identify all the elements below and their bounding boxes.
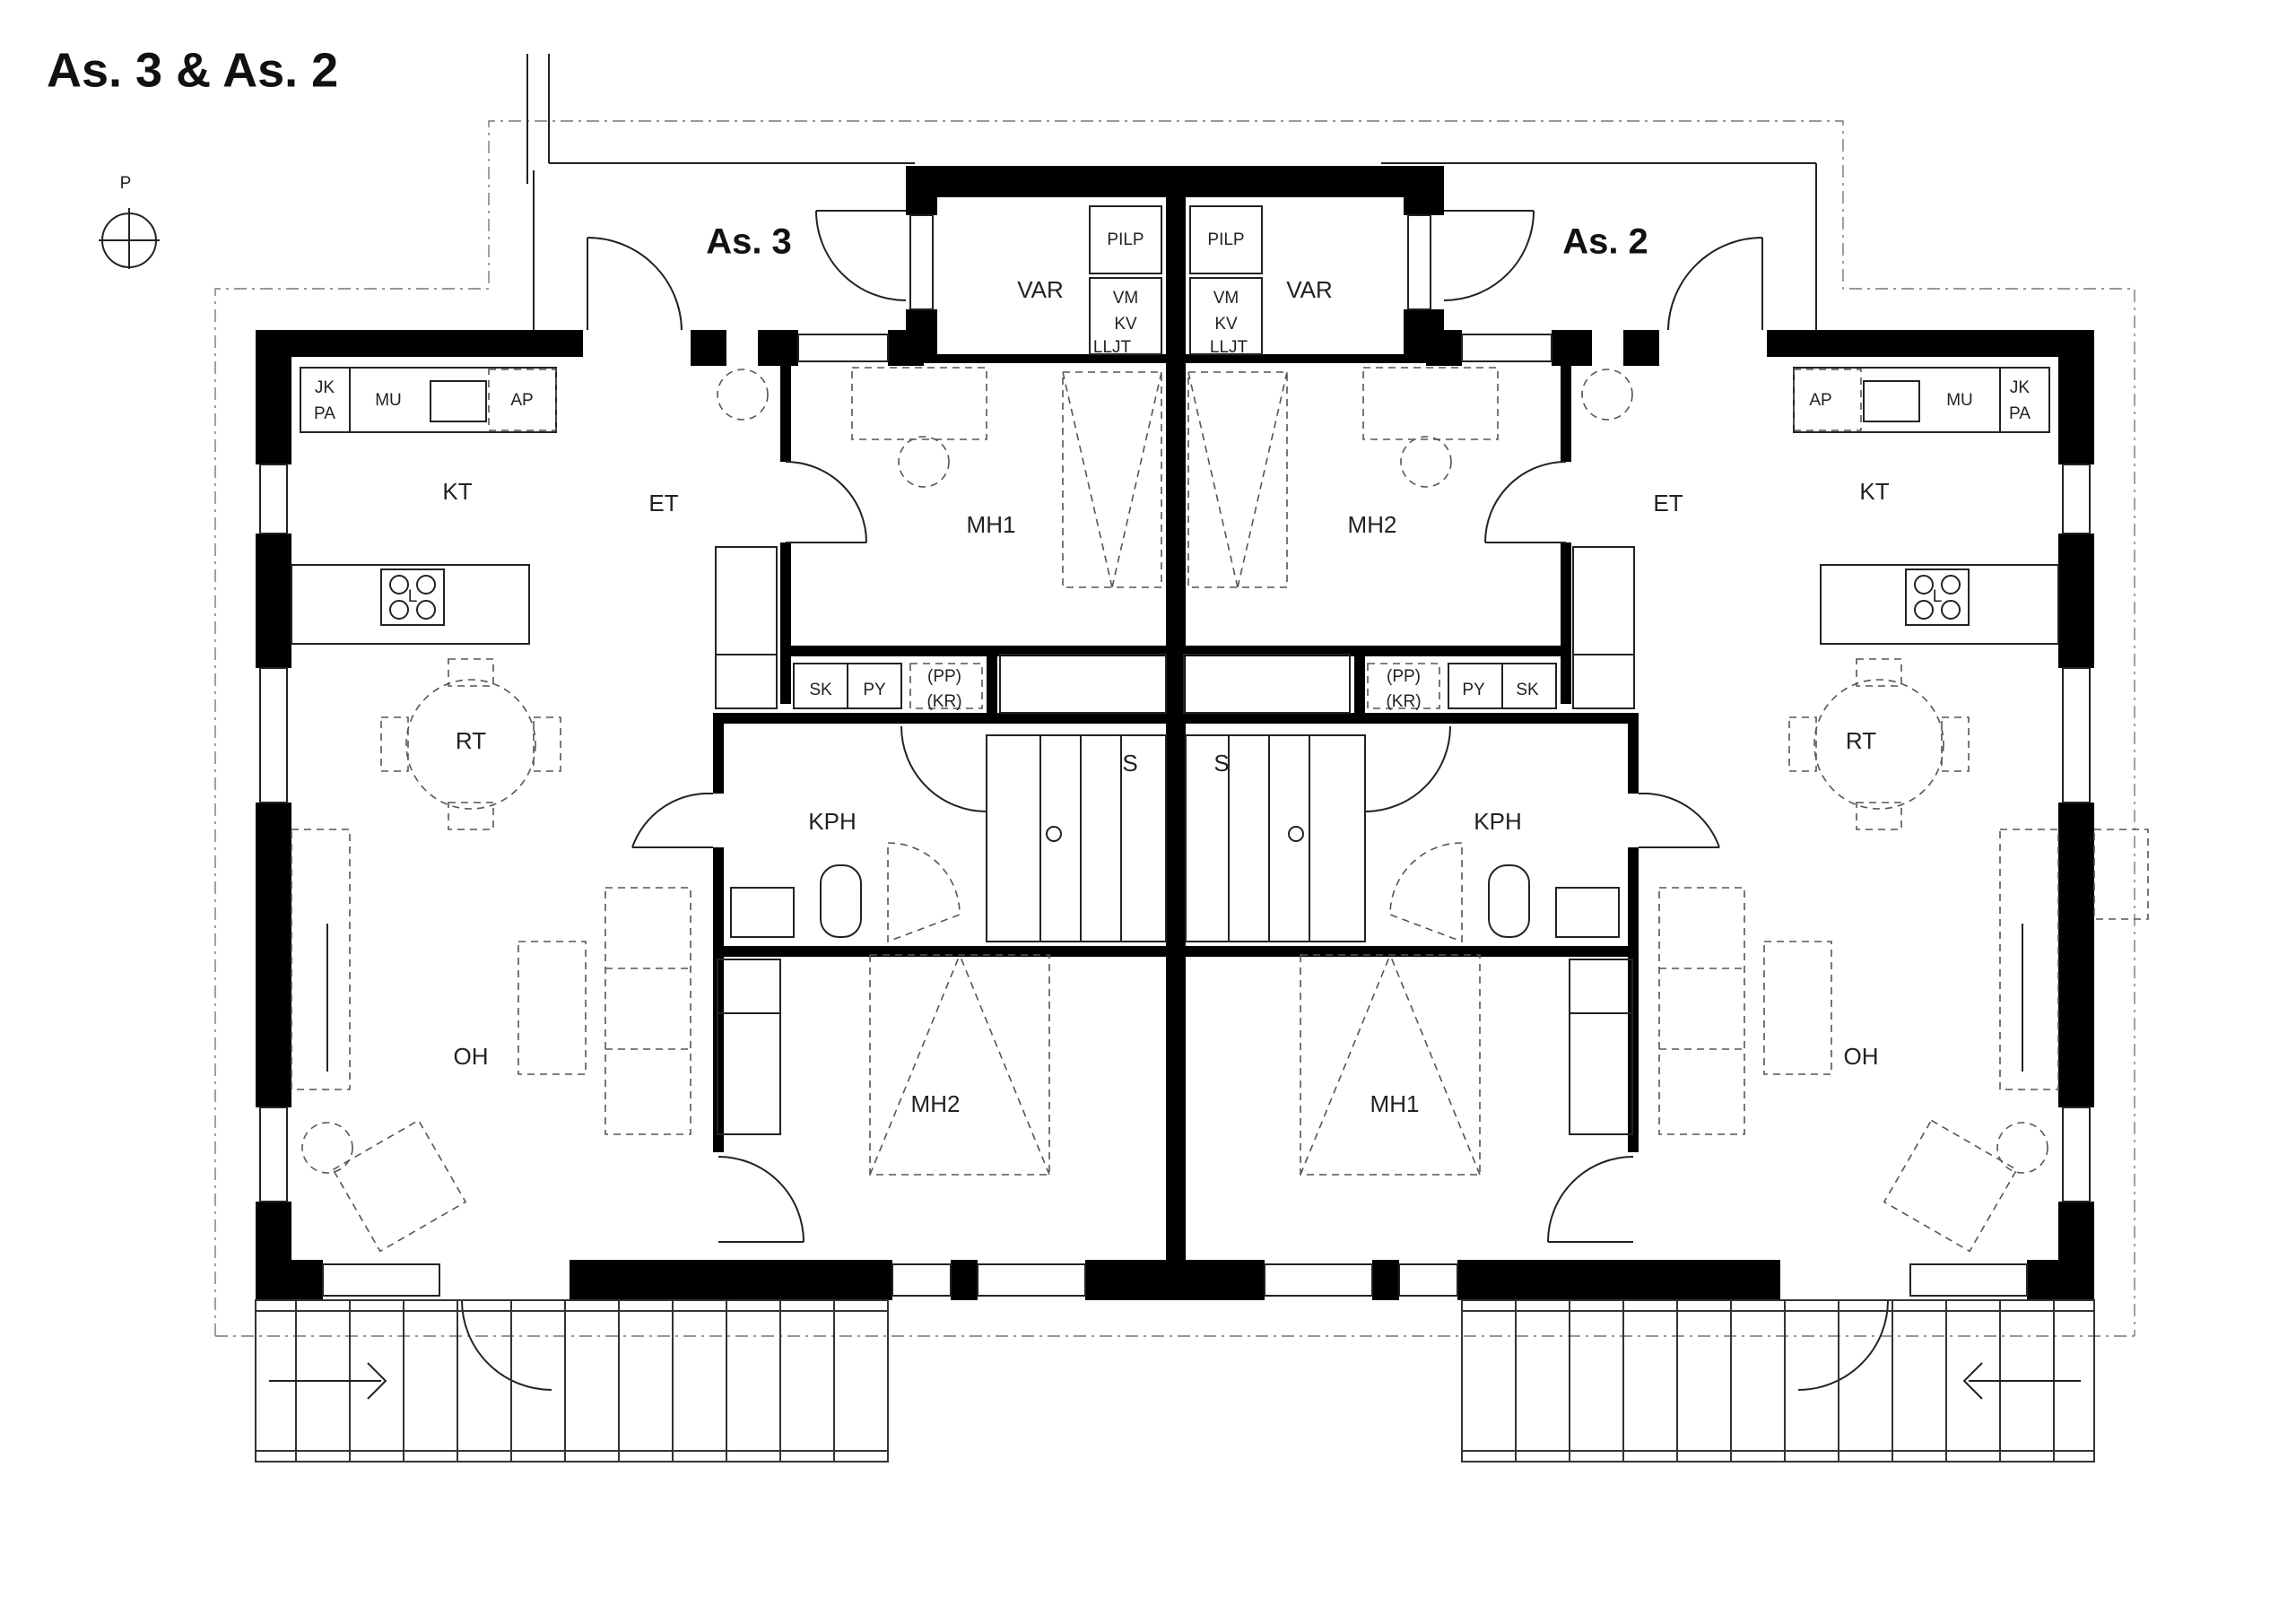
fixture-pa-right: PA [2009, 404, 2031, 423]
fixture-pp-right: (PP) [1387, 667, 1421, 686]
fixture-pp-left: (PP) [927, 667, 961, 686]
fixture-ap-right: AP [1809, 391, 1831, 410]
room-var-right: VAR [1286, 276, 1333, 303]
fixture-mu-left: MU [375, 391, 402, 410]
fixture-pilp-right: PILP [1207, 230, 1244, 249]
room-kt-right: KT [1859, 478, 1889, 505]
fixture-vm-right: VM [1213, 289, 1239, 308]
room-oh-left: OH [454, 1043, 489, 1070]
plot-boundary [214, 120, 2135, 1336]
deck-right [1461, 1299, 2095, 1462]
fixture-py-left: PY [863, 681, 886, 699]
room-s-right: S [1213, 750, 1229, 777]
unit-label-as3: As. 3 [706, 222, 792, 262]
room-mh2-right: MH2 [1348, 511, 1397, 538]
fixture-l-right: L [1933, 587, 1943, 606]
room-kph-right: KPH [1474, 808, 1521, 835]
room-et-right: ET [1653, 490, 1683, 516]
north-arrow-icon [99, 208, 160, 269]
fixture-kv-right: KV [1214, 315, 1238, 334]
fence-right [1381, 162, 1817, 330]
fixture-kr-left: (KR) [926, 692, 961, 711]
fixture-lljt-left: LLJT [1093, 338, 1132, 357]
room-oh-right: OH [1844, 1043, 1879, 1070]
fixture-sk-left: SK [809, 681, 832, 699]
room-et-left: ET [648, 490, 678, 516]
unit-label-as2: As. 2 [1562, 222, 1648, 262]
plan-title: As. 3 & As. 2 [47, 43, 338, 97]
exterior-walls [256, 166, 2094, 1300]
room-kt-left: KT [442, 478, 472, 505]
fixture-kr-right: (KR) [1386, 692, 1421, 711]
fixture-py-right: PY [1462, 681, 1485, 699]
interior-walls [713, 363, 1639, 1152]
room-mh1-left: MH1 [967, 511, 1016, 538]
fixture-lljt-right: LLJT [1210, 338, 1248, 357]
room-mh2-left: MH2 [911, 1090, 961, 1117]
deck-left [255, 1299, 889, 1462]
room-rt-left: RT [456, 727, 486, 754]
room-rt-right: RT [1846, 727, 1876, 754]
fixture-pilp-left: PILP [1107, 230, 1144, 249]
doors [461, 210, 1889, 1391]
fixture-pa-left: PA [314, 404, 335, 423]
fixture-jk-right: JK [2010, 378, 2031, 397]
fixture-sk-right: SK [1516, 681, 1539, 699]
north-label: P [120, 174, 132, 193]
room-s-left: S [1122, 750, 1137, 777]
room-var-left: VAR [1017, 276, 1064, 303]
room-mh1-right: MH1 [1370, 1090, 1420, 1117]
fixture-ap-left: AP [510, 391, 533, 410]
fixture-l-left: L [408, 587, 418, 606]
windows [259, 214, 2091, 1297]
fixture-vm-left: VM [1113, 289, 1139, 308]
room-kph-left: KPH [808, 808, 856, 835]
fence-left [526, 54, 915, 330]
fixture-mu-right: MU [1946, 391, 1973, 410]
fixture-jk-left: JK [315, 378, 335, 397]
fixture-kv-left: KV [1114, 315, 1137, 334]
furniture [291, 205, 2149, 1253]
